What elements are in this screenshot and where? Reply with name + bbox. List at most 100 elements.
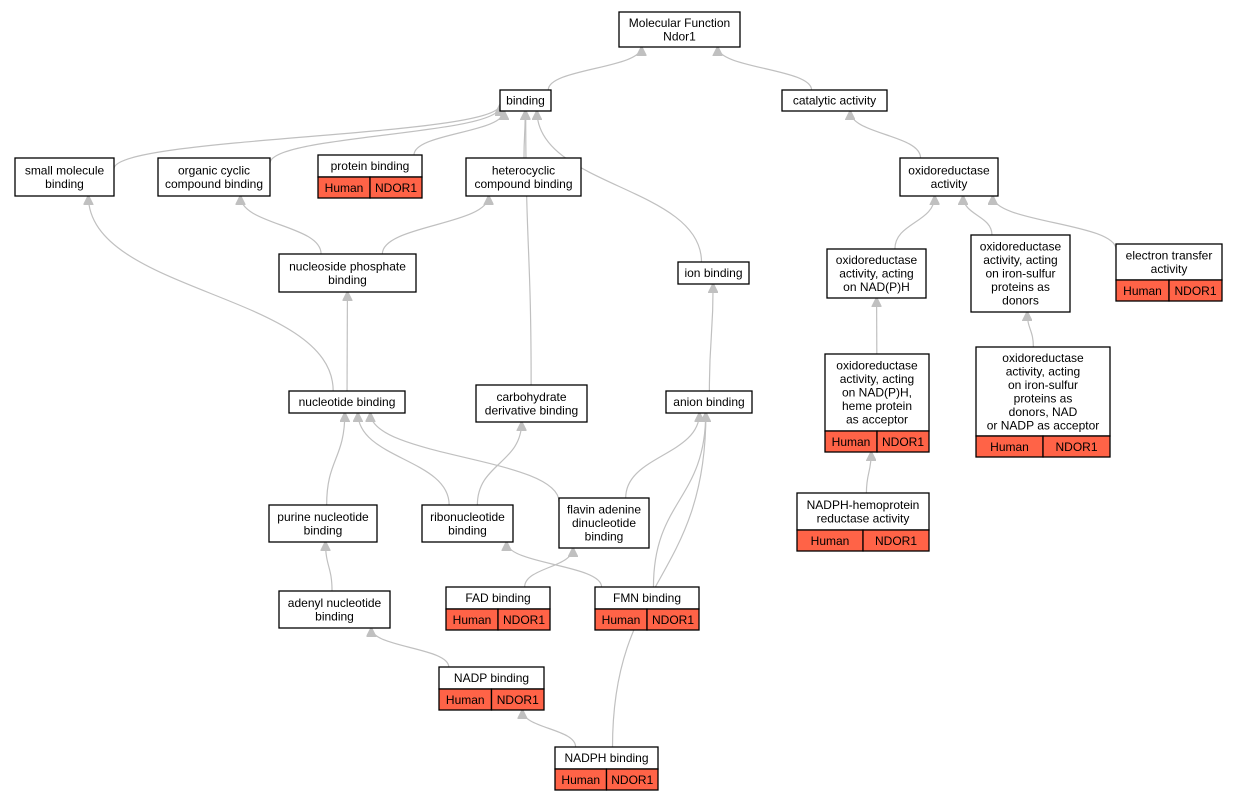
go-term-node-ion[interactable]: ion binding (677, 261, 750, 285)
edge-nucphos-to-hetero (381, 196, 488, 255)
edge-carbo-to-binding (526, 111, 532, 386)
edge-small-to-binding (113, 105, 500, 169)
edge-ribo-to-carbo (476, 422, 521, 506)
node-label-line: adenyl nucleotide (288, 596, 382, 610)
annotation-gene-cell-label: NDOR1 (503, 613, 545, 627)
node-label-line: donors, NAD (1009, 405, 1078, 419)
edge-binding-to-mf (547, 47, 641, 91)
annotation-species-cell-label: Human (1123, 284, 1162, 298)
node-label-line: activity, acting (839, 267, 913, 281)
node-label-line: donors (1002, 294, 1039, 308)
node-label-line: on iron-sulfur (985, 267, 1055, 281)
node-label-line: NADPH-hemoprotein (807, 498, 920, 512)
go-term-node-catalytic[interactable]: catalytic activity (781, 89, 888, 112)
node-box (781, 89, 888, 112)
edge-adenyl-to-purine (325, 542, 333, 592)
node-label-line: dinucleotide (572, 516, 636, 530)
node-label-line: activity (931, 177, 968, 191)
annotation-gene-cell (646, 608, 700, 631)
edge-oxfesnad-to-oxfes (1027, 312, 1034, 348)
annotation-gene-cell (605, 768, 659, 791)
edge-hetero-to-binding (524, 111, 525, 159)
go-term-node-binding[interactable]: binding (499, 89, 552, 112)
go-term-node-nucleo[interactable]: nucleotide binding (288, 390, 406, 414)
node-box (465, 157, 582, 197)
node-box (975, 346, 1111, 437)
edge-flavin-to-nucleo (370, 413, 560, 502)
node-label-line: organic cyclic (178, 163, 250, 177)
edge-nadph-to-anion (611, 413, 706, 748)
node-label-line: oxidoreductase (908, 163, 990, 177)
node-label-line: activity (1151, 262, 1188, 276)
edge-ribo-to-nucleo (358, 413, 450, 506)
edge-fmn-to-anion (652, 413, 705, 588)
node-label-line: NADPH binding (564, 751, 648, 765)
node-label-line: oxidoreductase (1002, 351, 1084, 365)
node-label-line: on NAD(P)H (843, 280, 910, 294)
node-label-line: oxidoreductase (836, 359, 918, 373)
edge-ion-to-binding (537, 111, 703, 263)
node-label-line: activity, acting (983, 253, 1057, 267)
edge-fmn-to-ribo (507, 542, 603, 588)
annotation-gene-cell-label: NDOR1 (875, 534, 917, 548)
node-box (899, 157, 999, 197)
node-box (288, 390, 406, 414)
node-label-line: catalytic activity (793, 94, 876, 108)
edge-oxido-to-catalytic (850, 111, 922, 159)
edge-protein-to-binding (413, 111, 504, 156)
node-label-line: binding (328, 273, 367, 287)
annotation-gene-cell-label: NDOR1 (611, 773, 653, 787)
annotation-gene-cell-label: NDOR1 (497, 693, 539, 707)
node-label-line: binding (45, 177, 84, 191)
edge-nadphhemo-to-oxheme (865, 452, 871, 494)
edge-catalytic-to-mf (718, 47, 813, 91)
node-label-line: nucleotide binding (299, 395, 396, 409)
node-label-line: compound binding (165, 177, 263, 191)
node-box (826, 248, 927, 299)
edge-nadph-to-nadp (522, 710, 577, 748)
node-label-line: binding (506, 94, 545, 108)
node-label-line: binding (304, 523, 343, 537)
node-box (796, 492, 930, 531)
annotation-gene-cell (1042, 435, 1111, 458)
node-label-line: electron transfer (1126, 248, 1213, 262)
annotation-gene-cell-label: NDOR1 (1055, 440, 1097, 454)
node-label-line: on iron-sulfur (1008, 378, 1078, 392)
node-label-line: heme protein (842, 399, 912, 413)
go-term-node-anion[interactable]: anion binding (665, 390, 753, 414)
edge-oxnadph-to-oxido (894, 196, 935, 250)
annotation-gene-cell-label: NDOR1 (652, 613, 694, 627)
edge-nadp-to-adenyl (371, 628, 450, 668)
node-label-line: or NADP as acceptor (987, 418, 1100, 432)
node-label-line: on NAD(P)H, (842, 386, 912, 400)
annotation-species-cell-label: Human (446, 693, 485, 707)
node-label-line: FMN binding (613, 591, 681, 605)
node-label-line: Ndor1 (663, 29, 696, 43)
edge-flavin-to-anion (625, 413, 700, 499)
annotation-species-cell-label: Human (561, 773, 600, 787)
annotation-species-cell-label: Human (990, 440, 1029, 454)
annotation-species-cell-label: Human (811, 534, 850, 548)
